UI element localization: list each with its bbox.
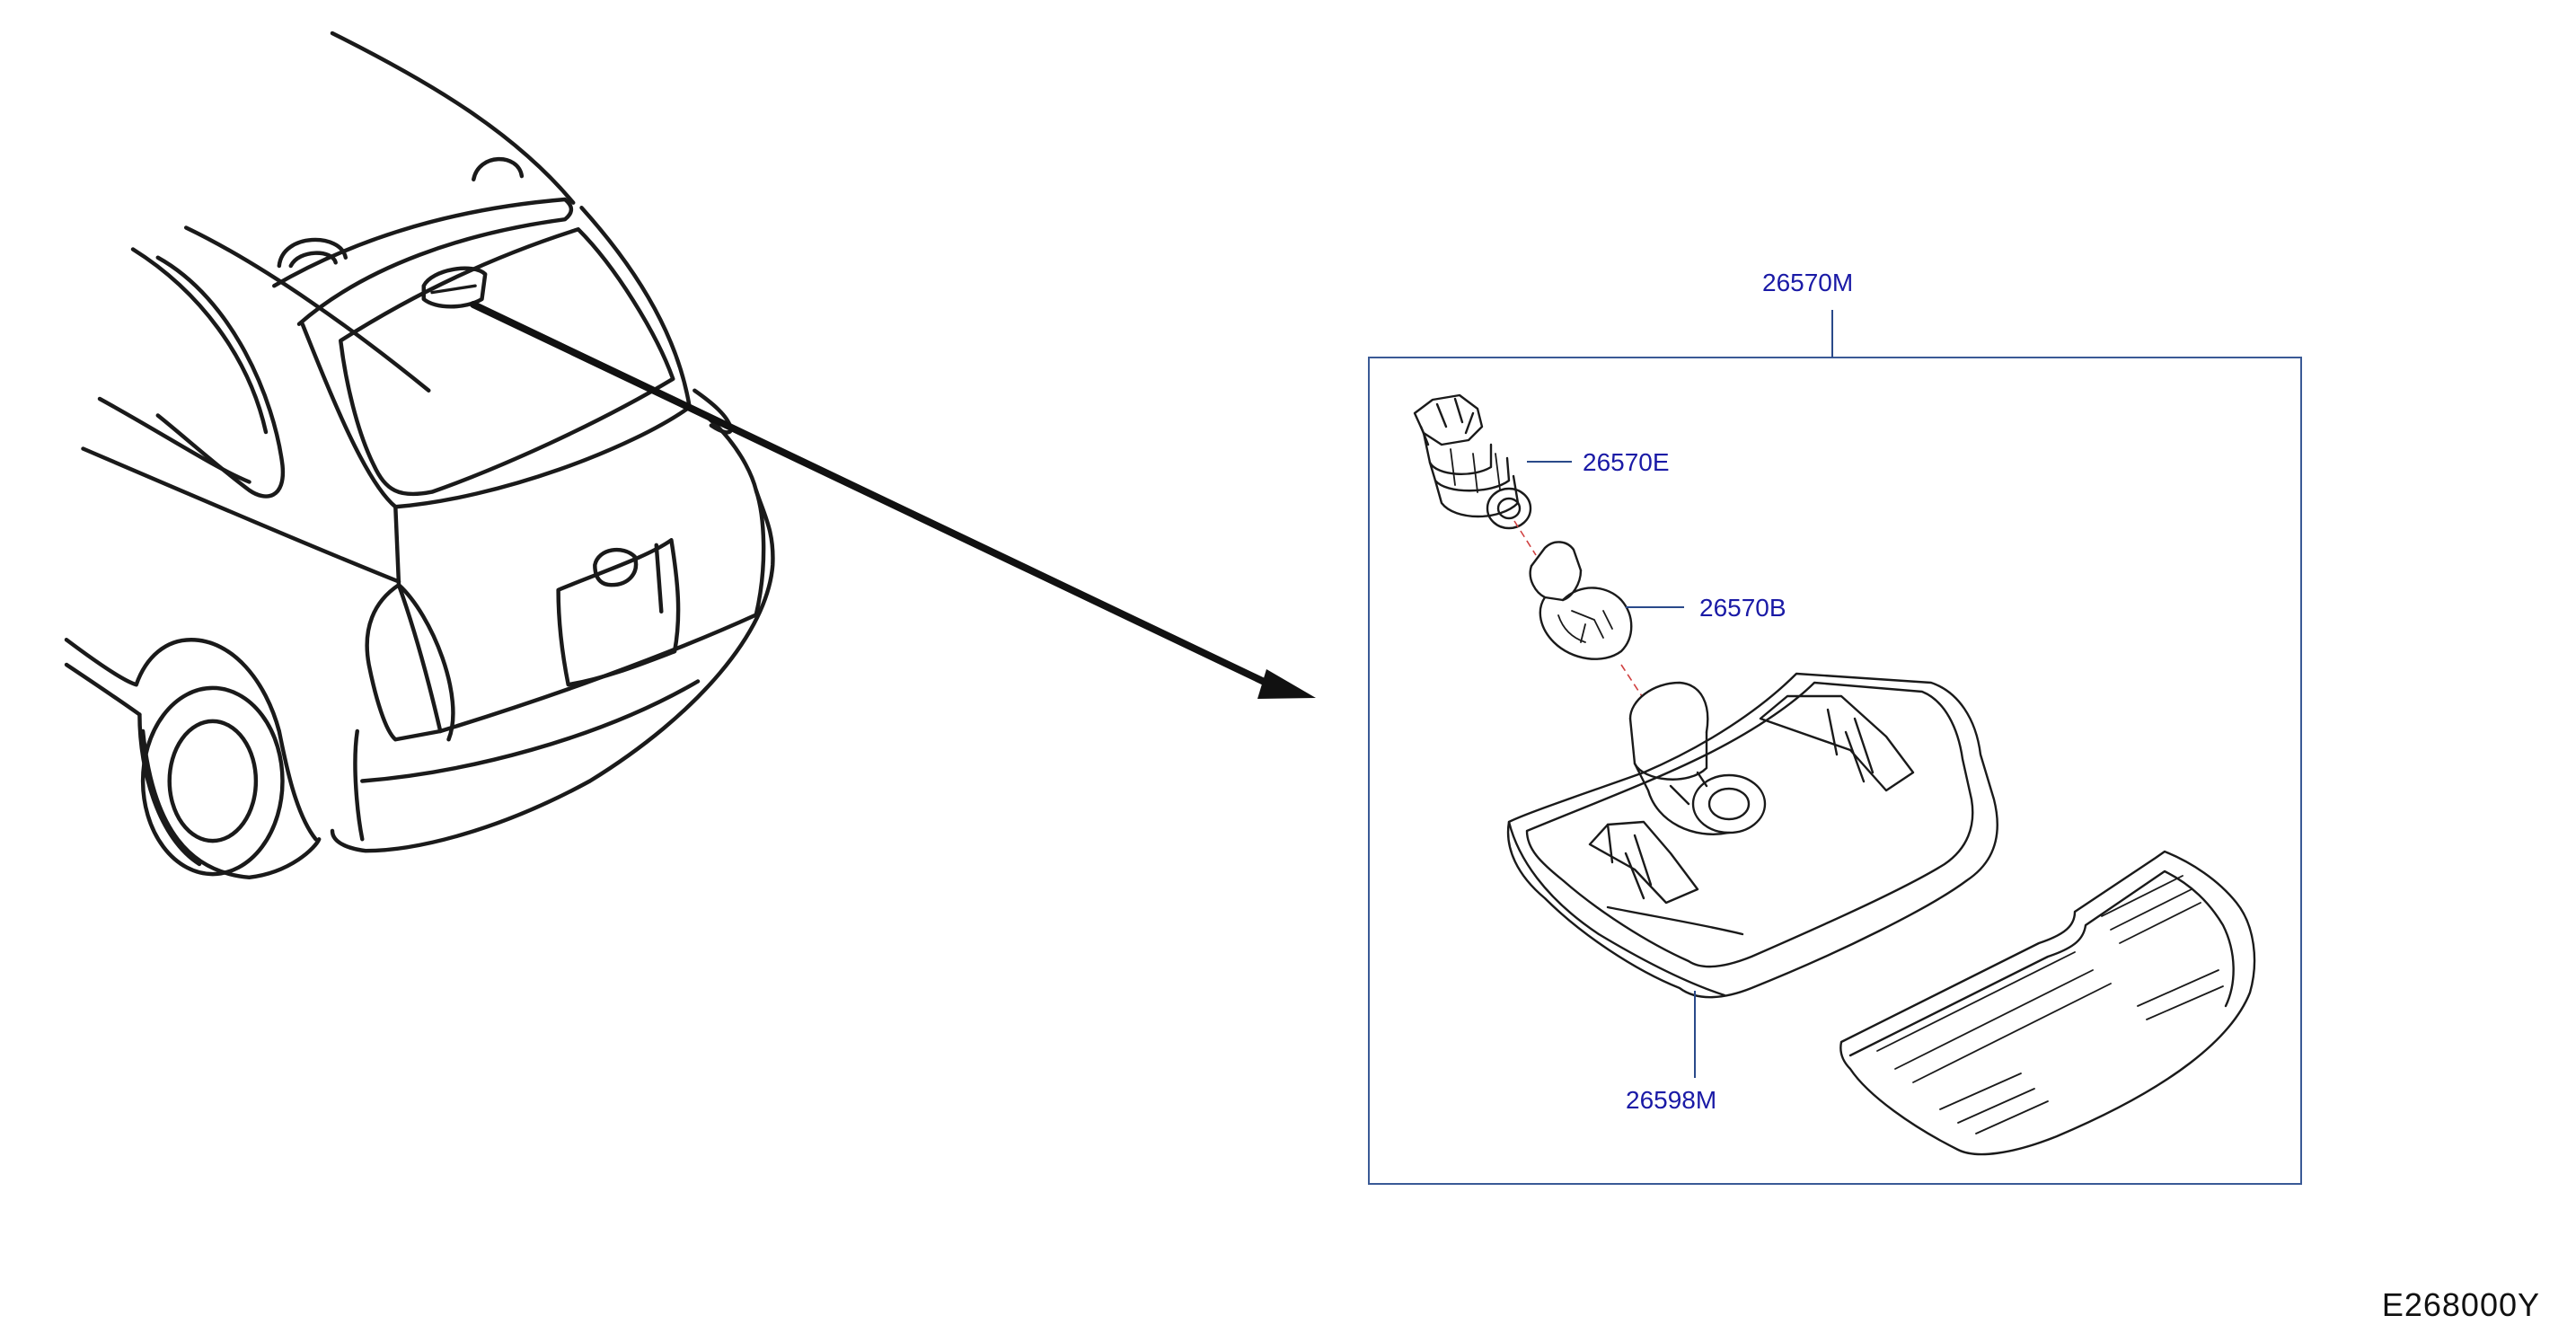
lamp-assembly-frame <box>1368 357 2302 1185</box>
callout-label-26570E: 26570E <box>1583 448 1670 476</box>
callout-label-26598M: 26598M <box>1626 1086 1716 1114</box>
pointer-arrow <box>470 301 1316 699</box>
callout-26570E: 26570E <box>1527 448 1670 476</box>
assembly-guide-line <box>1513 520 1537 556</box>
bulb-socket <box>1413 393 1532 530</box>
lamp-lens <box>1839 850 2256 1156</box>
vehicle-rear-view <box>64 31 775 880</box>
diagram-id: E268000Y <box>2381 1286 2540 1323</box>
bulb <box>1529 541 1633 660</box>
callout-26598M: 26598M <box>1626 991 1716 1114</box>
callout-26570B: 26570B <box>1626 594 1786 622</box>
callout-26570M: 26570M <box>1762 269 1853 358</box>
assembly-guide-line-lower <box>1620 664 1643 697</box>
callout-label-26570B: 26570B <box>1699 594 1786 622</box>
lamp-housing <box>1506 672 1998 999</box>
callout-label-26570M: 26570M <box>1762 269 1853 296</box>
